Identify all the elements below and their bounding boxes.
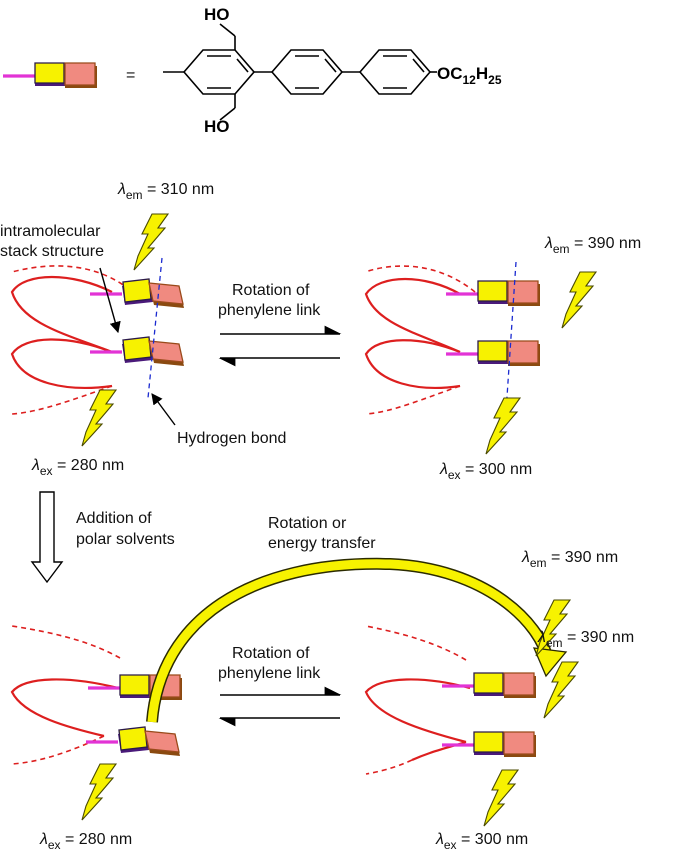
excitation-bolt-icon bbox=[483, 769, 519, 827]
excitation-280-label: λex = 280 nm bbox=[39, 831, 132, 852]
bottom-equilibrium: Rotation of phenylene link bbox=[218, 645, 342, 727]
top-right-assembly: λem = 390 nm λex = 300 nm bbox=[364, 235, 641, 482]
energy-transfer-arrowhead-icon bbox=[532, 647, 568, 678]
emission-bolt-icon bbox=[133, 213, 169, 271]
hydroxyl-bottom: HO bbox=[204, 117, 230, 136]
excitation-300-label: λex = 300 nm bbox=[439, 461, 532, 482]
rotation-label-line-2: phenylene link bbox=[218, 665, 321, 682]
hbond-label: Hydrogen bond bbox=[177, 430, 286, 447]
excitation-280-label: λex = 280 nm bbox=[31, 457, 124, 478]
excitation-bolt-icon bbox=[485, 397, 521, 455]
solvent-label-line-2: polar solvents bbox=[76, 531, 175, 548]
emission-390-label-1: λem = 390 nm bbox=[521, 549, 618, 570]
energy-transfer-arrow bbox=[147, 559, 553, 723]
rotation-label-line-1: Rotation of bbox=[232, 282, 310, 299]
strand-dashed bbox=[11, 265, 131, 291]
rotation-label-line-1: Rotation of bbox=[232, 645, 310, 662]
top-equilibrium: Rotation of phenylene link bbox=[218, 282, 342, 367]
excitation-300-label: λex = 300 nm bbox=[435, 831, 528, 852]
top-flat-unit-upper bbox=[444, 279, 542, 308]
hydroxyl-top: HO bbox=[204, 5, 230, 24]
bottom-left-assembly: λex = 280 nm bbox=[10, 557, 568, 852]
stack-label-line-2: stack structure bbox=[0, 243, 104, 260]
bottom-right-unit-lower bbox=[440, 730, 538, 759]
energy-label-line-1: Rotation or bbox=[268, 515, 347, 532]
solvent-transition: Addition of polar solvents Rotation or e… bbox=[30, 491, 376, 584]
legend-unit-icon bbox=[1, 61, 99, 90]
top-left-assembly: intramolecular stack structure Hydrogen … bbox=[0, 181, 286, 478]
excitation-bolt-icon bbox=[81, 763, 117, 821]
emission-310-label: λem = 310 nm bbox=[117, 181, 214, 202]
emission-390-label: λem = 390 nm bbox=[544, 235, 641, 256]
down-hollow-arrow-icon bbox=[30, 491, 64, 584]
equals-sign: = bbox=[126, 67, 135, 84]
top-stacked-unit-lower bbox=[88, 335, 186, 368]
chemical-structure: HO HO OC12H25 bbox=[163, 5, 502, 136]
stack-label-line-1: intramolecular bbox=[0, 223, 101, 240]
bottom-left-unit-upper bbox=[86, 673, 184, 702]
emission-390-label-2: λem = 390 nm bbox=[537, 629, 634, 650]
hydrogen-bond-line bbox=[147, 257, 163, 399]
rotation-label-line-2: phenylene link bbox=[218, 302, 321, 319]
bottom-left-unit-lower bbox=[84, 725, 182, 758]
energy-label-line-2: energy transfer bbox=[268, 535, 376, 552]
bottom-right-assembly: λem = 390 nm λem = 390 nm λex = 300 nm bbox=[364, 549, 634, 852]
structure-legend: = bbox=[1, 61, 135, 90]
top-flat-unit-lower bbox=[444, 339, 542, 368]
emission-bolt-icon bbox=[561, 271, 597, 329]
alkoxy-tail: OC12H25 bbox=[437, 64, 502, 87]
excitation-bolt-icon bbox=[81, 389, 117, 447]
solvent-label-line-1: Addition of bbox=[76, 510, 152, 527]
bottom-right-unit-upper bbox=[440, 671, 538, 700]
